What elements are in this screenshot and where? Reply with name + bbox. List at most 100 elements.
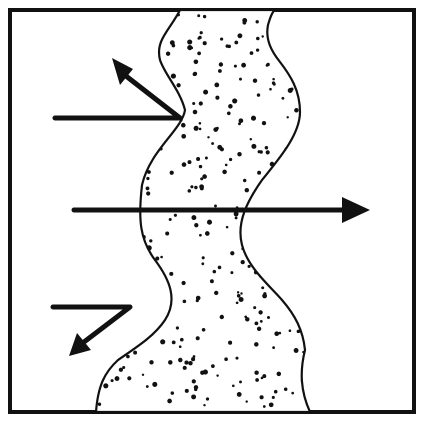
stipple-dot (229, 158, 232, 161)
stipple-dot (197, 14, 200, 17)
stipple-dot (202, 174, 207, 179)
stipple-dot (146, 191, 150, 195)
stipple-dot (237, 291, 239, 293)
stipple-dot (255, 378, 259, 382)
stipple-dot (194, 59, 199, 64)
stipple-dot (251, 144, 256, 149)
stipple-dot (226, 44, 229, 47)
stipple-dot (201, 262, 204, 265)
stipple-dot (256, 20, 259, 23)
stipple-dot (273, 83, 276, 86)
stipple-dot (245, 317, 249, 321)
stipple-dot (237, 33, 242, 38)
stipple-dot (147, 170, 151, 174)
stipple-dot (230, 251, 234, 255)
stipple-dot (265, 146, 268, 149)
stipple-dot (167, 399, 172, 404)
stipple-dot (218, 266, 222, 270)
stipple-dot (160, 339, 165, 344)
stipple-dot (251, 116, 256, 121)
stipple-dot (203, 404, 205, 406)
stipple-dot (197, 37, 200, 40)
stipple-dot (217, 145, 222, 150)
stipple-dot (235, 357, 238, 360)
stipple-dot (126, 355, 130, 359)
stipple-dot (203, 370, 208, 375)
stipple-dot (203, 41, 207, 45)
stipple-dot (202, 256, 205, 259)
stipple-dot (170, 171, 174, 175)
stipple-dot (267, 316, 270, 319)
stipple-dot (191, 215, 196, 220)
stipple-dot (257, 93, 260, 96)
stipple-dot (234, 41, 238, 45)
stipple-dot (192, 379, 196, 383)
stipple-dot (261, 35, 263, 37)
stipple-dot (294, 348, 299, 353)
stipple-dot (239, 380, 242, 383)
stipple-dot (261, 377, 264, 380)
stipple-dot (203, 15, 206, 18)
stipple-dot (277, 372, 282, 377)
stipple-dot (182, 162, 187, 167)
stipple-dot (181, 123, 186, 128)
stipple-dot (196, 157, 200, 161)
stipple-dot (214, 291, 218, 295)
stipple-dot (191, 357, 195, 361)
stipple-dot (133, 351, 137, 355)
stipple-dot (239, 78, 242, 81)
stipple-dot (236, 301, 239, 304)
stipple-dot (241, 63, 246, 68)
stipple-dot (230, 271, 233, 274)
stipple-dot (210, 279, 214, 283)
stipple-dot (250, 138, 252, 140)
stipple-dot (197, 52, 201, 56)
stipple-dot (219, 62, 223, 66)
stipple-dot (169, 218, 172, 221)
stipple-dot (220, 315, 224, 319)
stipple-dot (196, 296, 201, 301)
stipple-dot (216, 374, 218, 376)
stipple-dot (185, 389, 189, 393)
stipple-dot (266, 150, 270, 154)
stipple-dot (146, 186, 150, 190)
stipple-dot (207, 136, 209, 138)
stipple-dot (260, 395, 264, 399)
stipple-dot (250, 51, 254, 55)
stipple-dot (191, 394, 196, 399)
stipple-dot (237, 152, 241, 156)
stipple-dot (179, 345, 182, 348)
stipple-dot (213, 270, 217, 274)
stipple-dot (291, 392, 294, 395)
stipple-dot (290, 88, 293, 91)
stipple-dot (160, 256, 163, 259)
stipple-dot (122, 366, 125, 369)
stipple-dot (262, 293, 267, 298)
stipple-dot (234, 65, 237, 68)
stipple-dot (206, 397, 209, 400)
stipple-dot (149, 360, 153, 364)
stipple-dot (149, 239, 152, 242)
stipple-dot (184, 361, 188, 365)
stipple-dot (194, 223, 198, 227)
stipple-dot (211, 142, 214, 145)
stipple-dot (169, 272, 173, 276)
stipple-dot (199, 128, 202, 131)
stipple-dot (199, 234, 202, 237)
stipple-dot (255, 322, 259, 326)
stipple-dot (254, 342, 259, 347)
stipple-dot (266, 63, 269, 66)
stipple-dot (282, 97, 285, 100)
stipple-dot (194, 388, 197, 391)
stipple-dot (127, 376, 131, 380)
stipple-dot (205, 231, 210, 236)
stipple-dot (152, 382, 157, 387)
stipple-dot (239, 297, 244, 302)
stipple-dot (269, 88, 272, 91)
stipple-dot (183, 300, 187, 304)
stipple-dot (193, 110, 198, 115)
stipple-dot (168, 360, 173, 365)
stipple-dot (262, 121, 266, 125)
stipple-dot (253, 79, 257, 83)
